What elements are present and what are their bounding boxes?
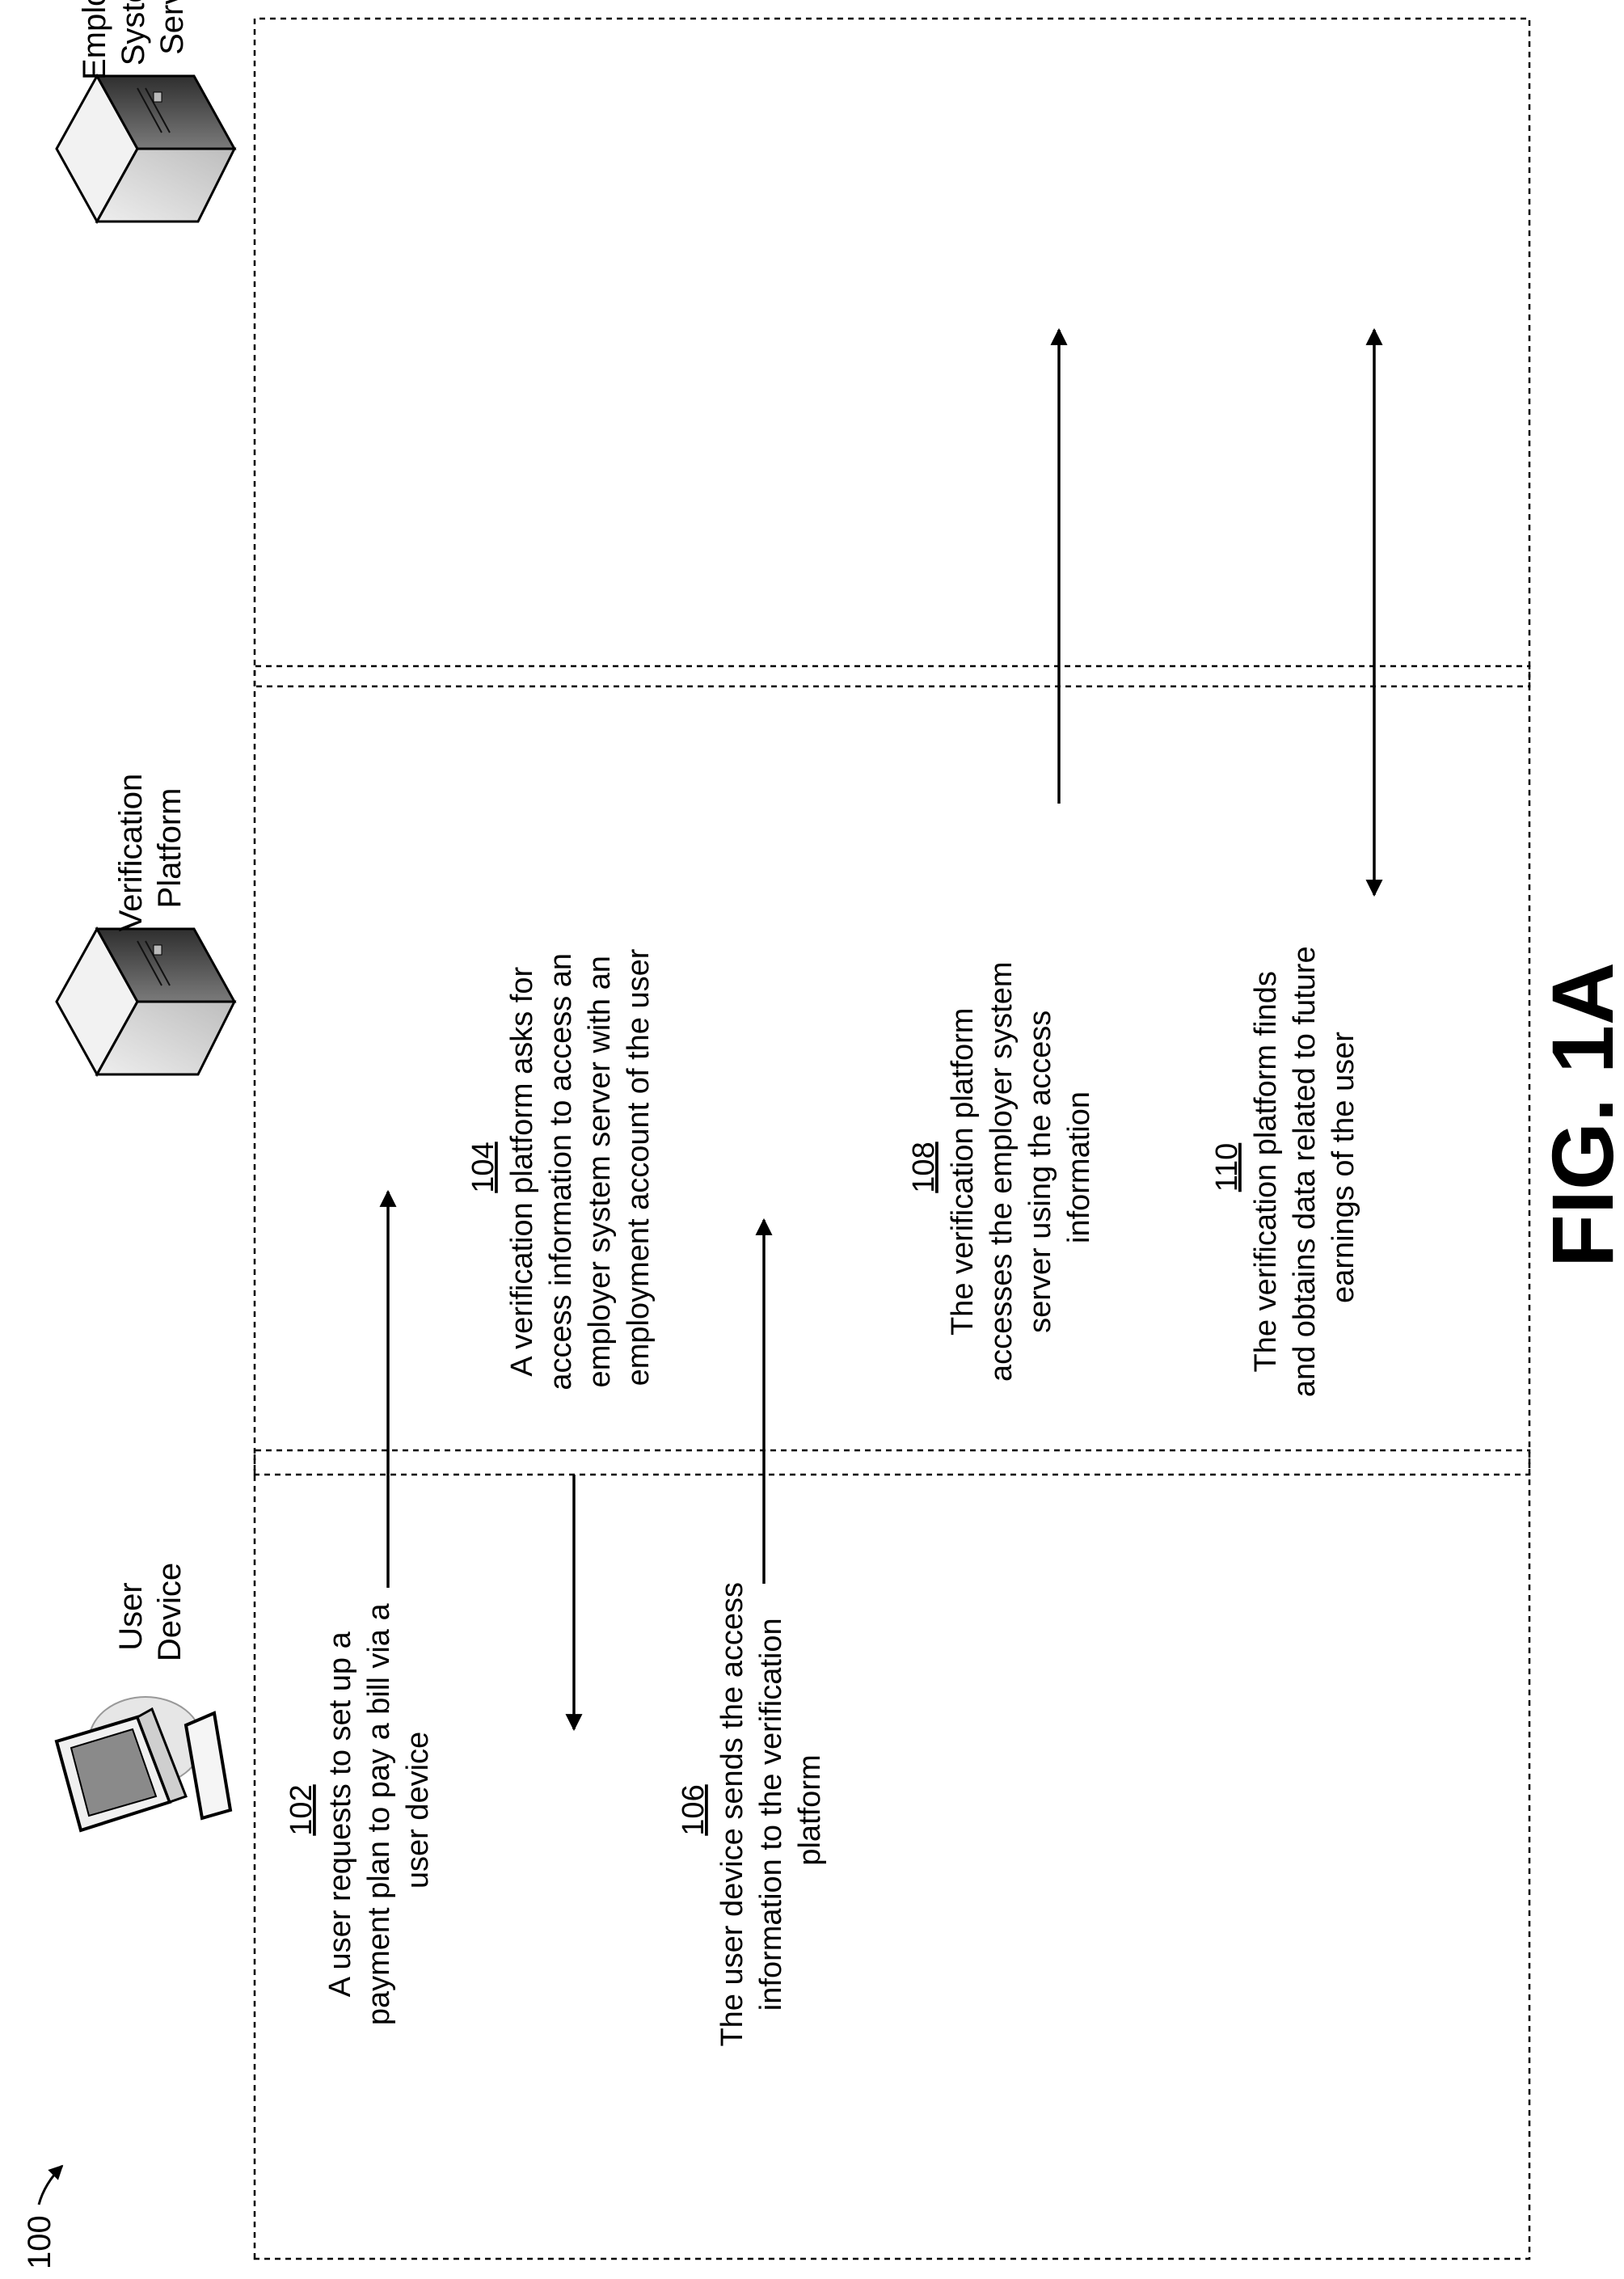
lane-title-verification-platform: Verification Platform	[113, 765, 188, 932]
ref-arrow	[39, 2166, 62, 2205]
step-number: 110	[1210, 1143, 1244, 1192]
step-text: The user device sends the access informa…	[715, 1573, 827, 2046]
step-106: 106 The user device sends the access inf…	[677, 1573, 827, 2046]
step-number: 106	[677, 1784, 711, 1835]
server-icon	[57, 929, 234, 1074]
step-110: 110 The verification platform finds and …	[1210, 938, 1360, 1397]
computer-icon	[57, 1697, 230, 1830]
lane-title-user-device: User Device	[113, 1563, 188, 1661]
lane-title-employer-system-server: Employer System Server	[77, 0, 190, 80]
step-text: The verification platform finds and obta…	[1249, 938, 1360, 1397]
figure-caption: FIG. 1A	[1533, 962, 1624, 1268]
step-number: 108	[907, 1142, 941, 1192]
server-icon	[57, 76, 234, 222]
figure-ref-number: 100	[22, 2215, 57, 2269]
lane-box-user-device	[255, 1450, 1529, 2259]
step-text: A user requests to set up a payment plan…	[323, 1595, 435, 2025]
step-104: 104 A verification platform asks for acc…	[466, 944, 656, 1390]
lane-box-employer-system-server	[255, 19, 1529, 686]
step-number: 102	[285, 1784, 318, 1835]
step-text: The verification platform accesses the e…	[946, 953, 1096, 1382]
step-108: 108 The verification platform accesses t…	[907, 953, 1096, 1382]
step-102: 102 A user requests to set up a payment …	[285, 1595, 435, 2025]
step-number: 104	[466, 1142, 500, 1192]
step-text: A verification platform asks for access …	[505, 944, 656, 1390]
